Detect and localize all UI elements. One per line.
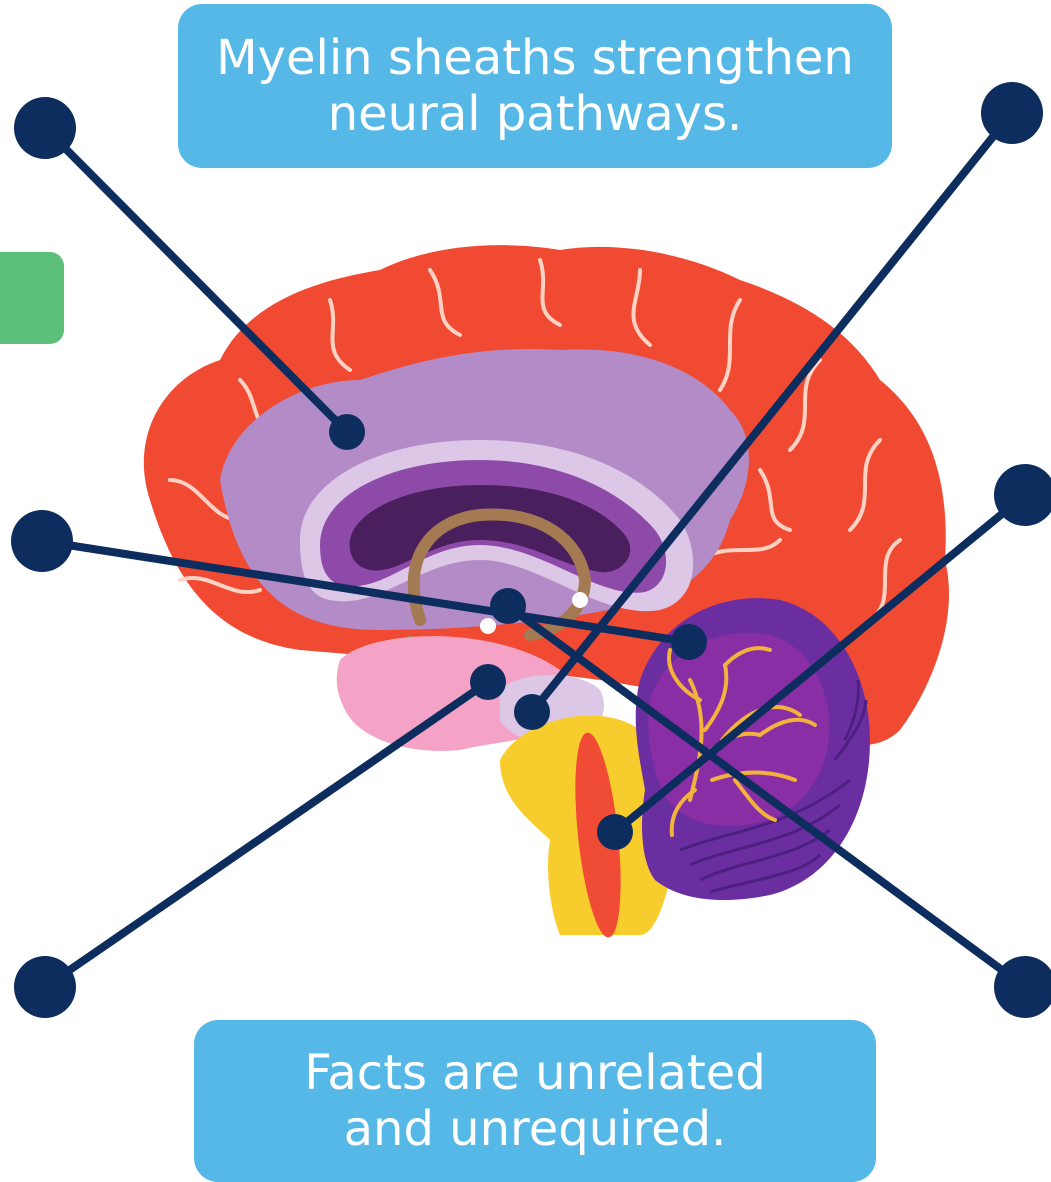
- endpoint-dot: [470, 664, 506, 700]
- endpoint-dot: [329, 414, 365, 450]
- callout-top-line2: neural pathways.: [328, 86, 743, 142]
- callout-top-line1: Myelin sheaths strengthen: [216, 30, 854, 86]
- white-dot: [572, 592, 588, 608]
- connector-line-5: [45, 682, 488, 987]
- endpoint-dot: [14, 956, 76, 1018]
- endpoint-dot: [14, 97, 76, 159]
- endpoint-dot: [981, 82, 1043, 144]
- callout-bottom: Facts are unrelated and unrequired.: [194, 1020, 876, 1182]
- callout-top: Myelin sheaths strengthen neural pathway…: [178, 4, 892, 168]
- endpoint-dot: [597, 814, 633, 850]
- white-dot: [480, 618, 496, 634]
- callout-bottom-line1: Facts are unrelated: [304, 1045, 766, 1101]
- endpoint-dot: [11, 510, 73, 572]
- endpoint-dot: [490, 588, 526, 624]
- endpoint-dot: [994, 956, 1051, 1018]
- callout-bottom-line2: and unrequired.: [344, 1101, 727, 1157]
- endpoint-dot: [514, 694, 550, 730]
- endpoint-dot: [671, 624, 707, 660]
- green-tab: [0, 252, 64, 344]
